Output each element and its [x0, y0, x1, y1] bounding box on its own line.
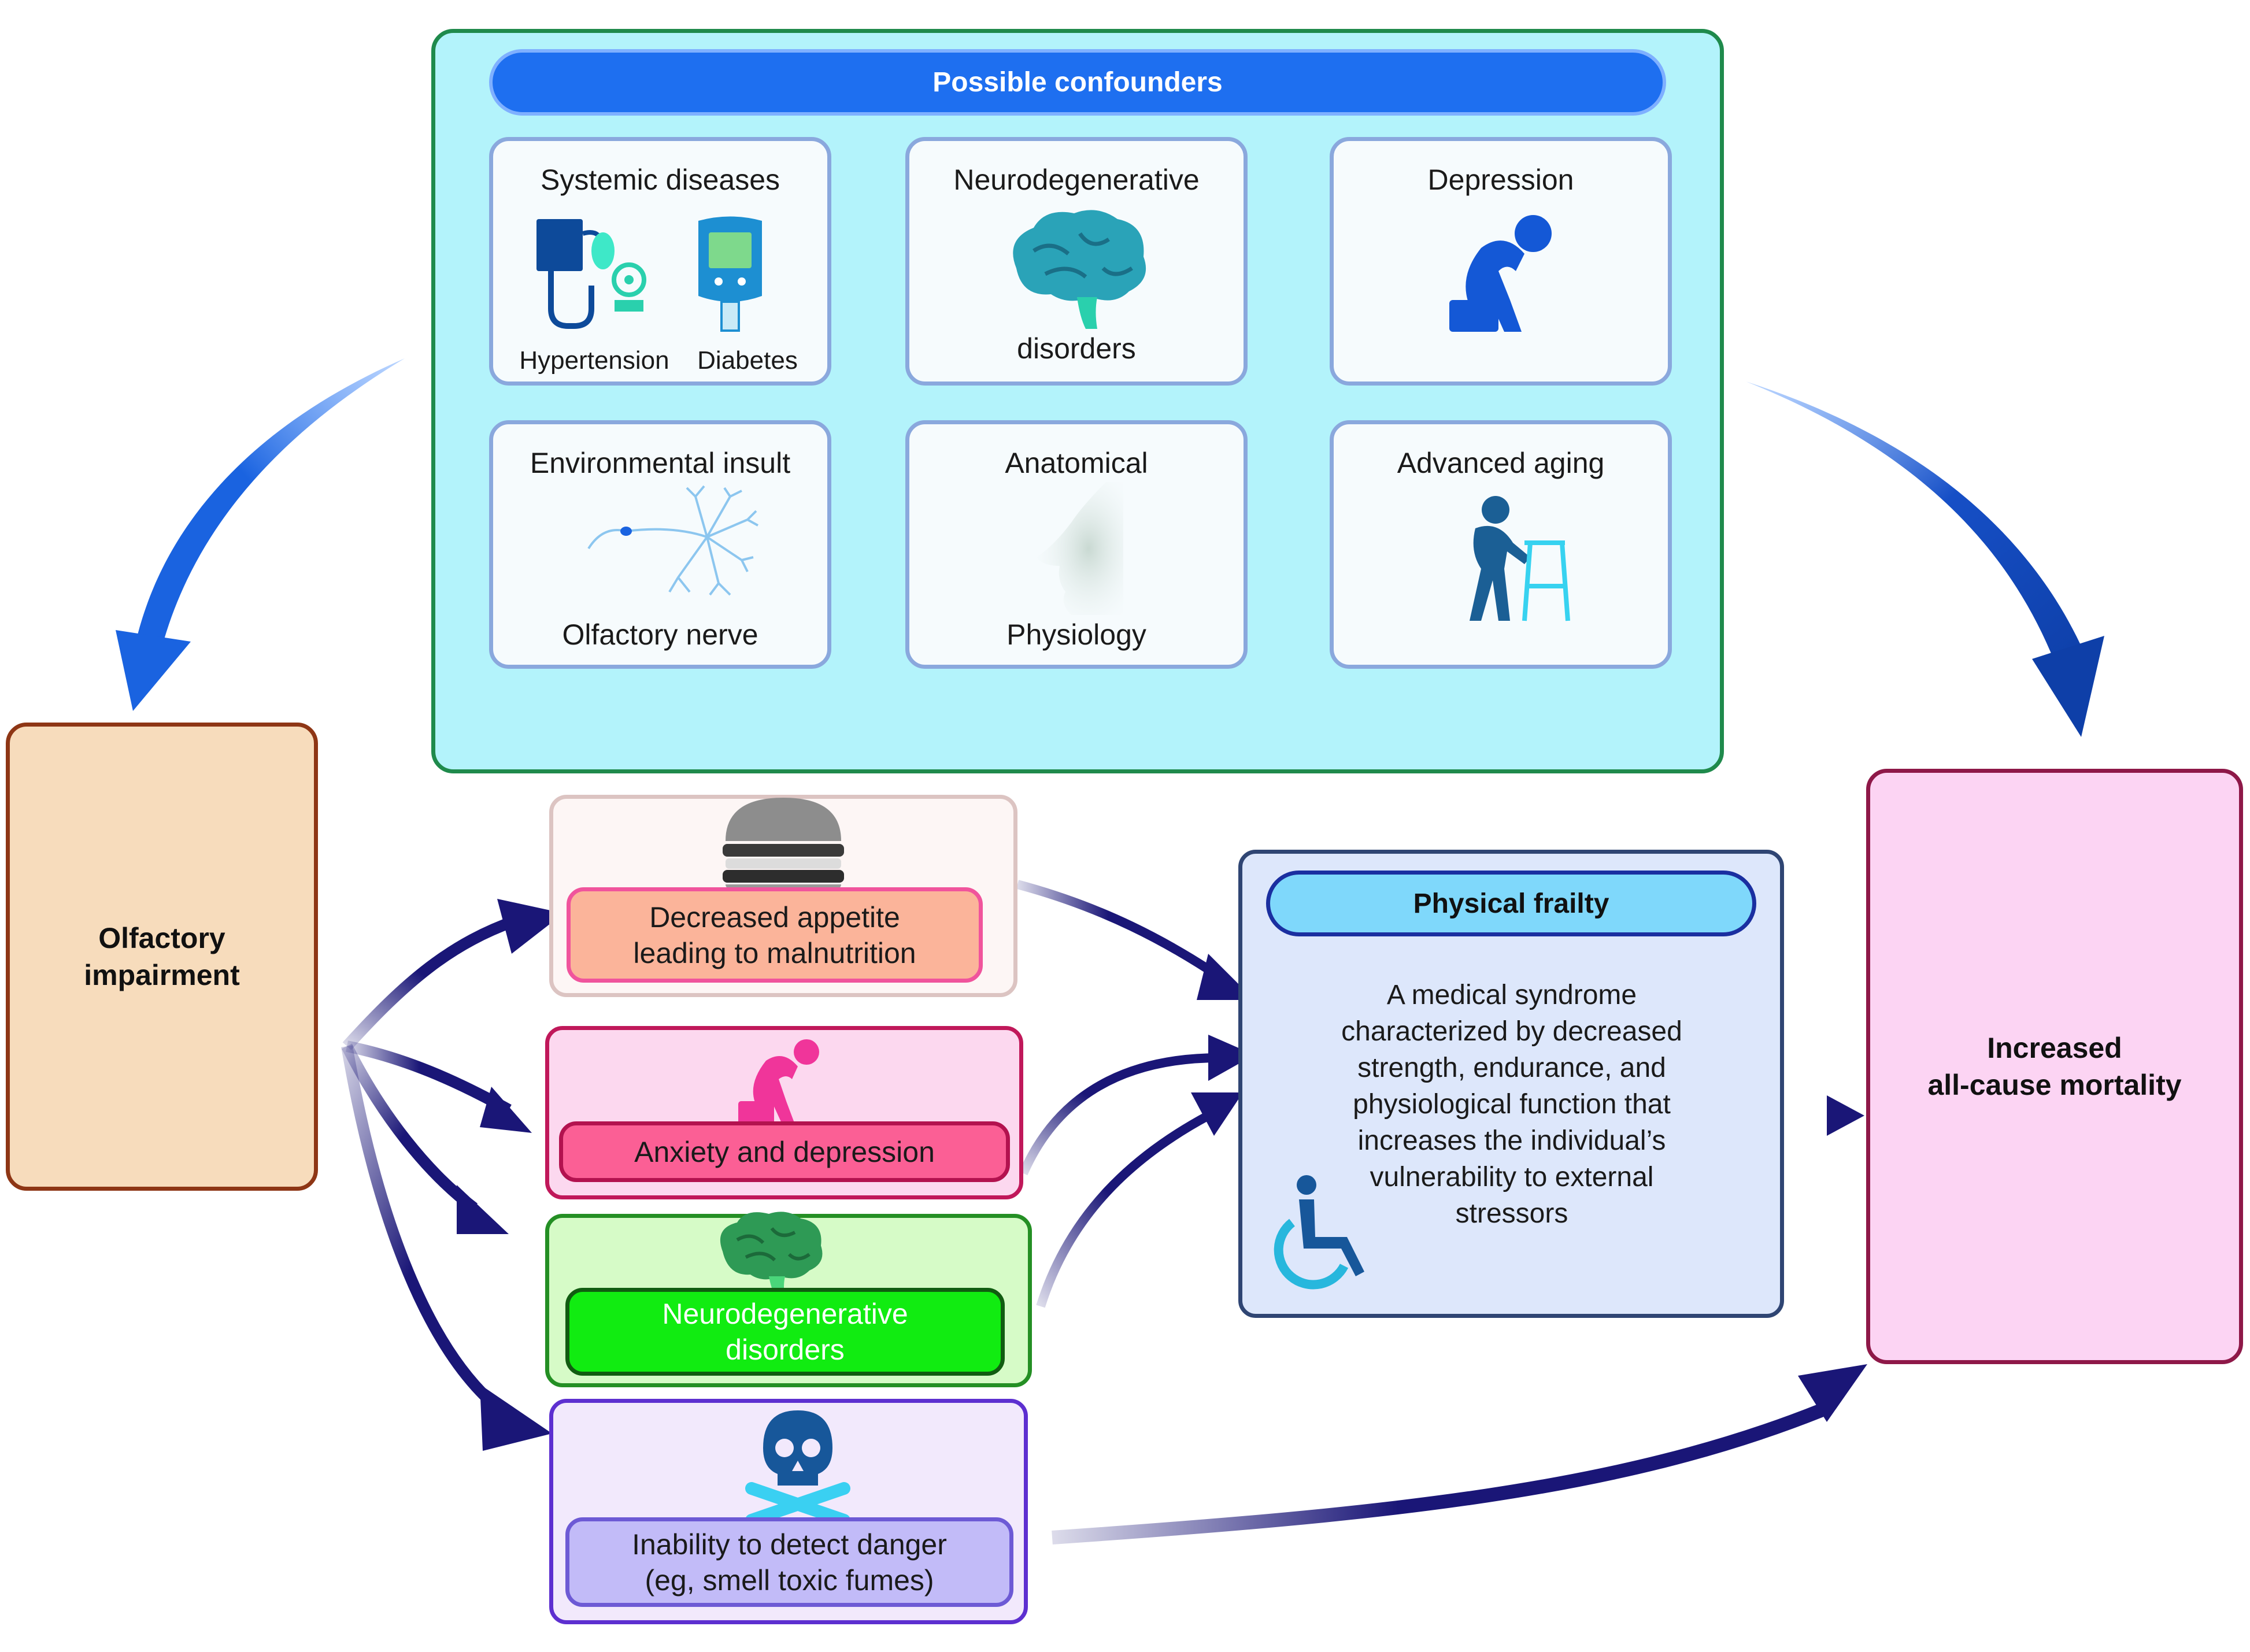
brain-icon — [1013, 210, 1146, 329]
neuron-icon — [587, 485, 758, 596]
appetite-to-frailty-arrow — [1016, 880, 1254, 1000]
olfactory-line2: impairment — [84, 959, 240, 991]
neuro-to-frailty-arrow — [1036, 1092, 1243, 1308]
anxiety-to-frailty-arrow — [1019, 1035, 1254, 1176]
card-subtitle: disorders — [1017, 332, 1136, 365]
frailty-desc-line: vulnerability to external — [1370, 1162, 1654, 1192]
card-title: Neurodegenerative — [953, 164, 1200, 196]
olfactory-line1: Olfactory — [98, 922, 225, 954]
olfactory-impairment-box: Olfactory impairment — [6, 723, 318, 1191]
diabetes-label: Diabetes — [697, 346, 798, 375]
card-title: Systemic diseases — [540, 164, 780, 196]
olfactory-to-danger-arrow — [341, 1045, 552, 1451]
card-title: Anatomical — [1005, 447, 1148, 479]
brain-icon-green — [720, 1212, 823, 1298]
olfactory-to-anxiety-arrow — [346, 1040, 532, 1133]
anxiety-label: Anxiety and depression — [634, 1135, 935, 1168]
card-subtitle: Physiology — [1006, 618, 1146, 651]
frailty-desc-line: physiological function that — [1353, 1089, 1671, 1120]
card-environmental-insult: Environmental insult Olfactory nerve — [489, 420, 831, 669]
olfactory-to-appetite-arrow — [342, 899, 564, 1050]
wheelchair-icon — [1274, 1175, 1364, 1290]
card-depression: Depression — [1330, 137, 1672, 386]
frailty-desc-line: increases the individual’s — [1357, 1125, 1666, 1156]
frailty-desc-line: stressors — [1455, 1198, 1568, 1229]
glucose-meter-icon — [698, 216, 762, 332]
elderly-walker-icon — [1470, 496, 1570, 621]
frailty-desc-line: A medical syndrome — [1386, 980, 1637, 1010]
skull-crossbones-icon — [745, 1410, 850, 1523]
physical-frailty-title: Physical frailty — [1266, 871, 1756, 936]
card-neurodegenerative: Neurodegenerative disorders — [905, 137, 1248, 386]
confounder-to-olfactory-arrow — [116, 358, 405, 711]
blood-pressure-icon — [536, 219, 646, 329]
distressed-person-icon — [738, 1039, 819, 1124]
olfactory-to-neuro-arrow — [342, 1043, 509, 1234]
card-anatomical: Anatomical Physiology — [905, 420, 1248, 669]
burger-icon — [723, 798, 844, 896]
neuro-line1: Neurodegenerative — [662, 1298, 908, 1330]
card-title: Depression — [1427, 164, 1574, 196]
mortality-line1: Increased — [1987, 1032, 2122, 1064]
frailty-desc-line: characterized by decreased — [1341, 1016, 1682, 1047]
anxiety-label-box: Anxiety and depression — [559, 1121, 1010, 1182]
mortality-line2: all-cause mortality — [1927, 1069, 2182, 1101]
increased-mortality-box: Increased all-cause mortality — [1866, 769, 2243, 1364]
card-advanced-aging: Advanced aging — [1330, 420, 1672, 669]
card-title: Advanced aging — [1397, 447, 1605, 479]
frailty-desc-line: strength, endurance, and — [1357, 1053, 1666, 1083]
neuro-label-box: Neurodegenerative disorders — [565, 1288, 1005, 1376]
confounders-title: Possible confounders — [489, 49, 1666, 116]
danger-line2: (eg, smell toxic fumes) — [645, 1564, 934, 1597]
danger-line1: Inability to detect danger — [632, 1528, 947, 1561]
confounder-to-mortality-arrow — [1746, 381, 2104, 737]
danger-label-box: Inability to detect danger (eg, smell to… — [565, 1517, 1013, 1607]
card-subtitle: Olfactory nerve — [562, 618, 758, 651]
nose-profile-icon — [1037, 482, 1123, 615]
appetite-label-box: Decreased appetite leading to malnutriti… — [567, 887, 983, 983]
hypertension-label: Hypertension — [519, 346, 669, 375]
card-title: Environmental insult — [530, 447, 791, 479]
danger-to-mortality-arrow — [1052, 1364, 1867, 1544]
appetite-line1: Decreased appetite — [649, 901, 900, 934]
neuro-line2: disorders — [726, 1334, 845, 1366]
physical-frailty-description: A medical syndrome characterized by decr… — [1272, 977, 1752, 1232]
appetite-line2: leading to malnutrition — [633, 936, 916, 969]
card-systemic-diseases: Systemic diseases Hypertension Diabetes — [489, 137, 831, 386]
depressed-person-icon — [1449, 215, 1552, 332]
